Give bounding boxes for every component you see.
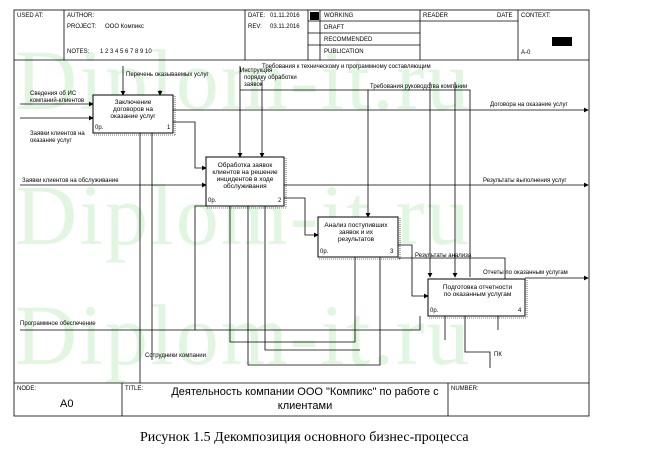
box-1-num: 1 [167,125,171,131]
context-node: A-0 [521,50,531,56]
notes-value: 1 2 3 4 5 6 7 8 9 10 [100,49,152,55]
date-label: DATE: [248,13,266,19]
arrow-label-software: Программное обеспечение [20,321,96,327]
status-draft: DRAFT [324,25,344,31]
arrow-label-pc: ПК [494,352,502,358]
box-2-ref: 0р. [208,198,217,204]
page-title: Деятельность компании ООО "Компикс" по р… [171,386,439,412]
arrow-label-service-results: Результаты выполнения услуг [483,178,567,184]
box-1-label: Заключение договоров на оказание услуг [110,99,156,120]
rev-label: REV: [248,24,262,30]
arrow-label-instruction: Инструкция [240,68,273,74]
project-value: ООО Компикс [105,24,144,30]
node-label: NODE: [17,386,37,392]
project-label: PROJECT: [67,24,97,30]
reader-label: READER [423,13,449,19]
arrow-label-tech-requirements: Требования к техническому и программному… [262,64,431,70]
date2-label: DATE [497,13,513,19]
box-4-ref: 0р. [430,308,439,314]
box-3-num: 3 [390,249,394,255]
date-value: 01.11.2016 [270,13,300,19]
box-2-label: Обработка заявок клиентов на решение инц… [212,162,278,190]
number-label: NUMBER: [451,386,479,392]
arrow-label-requests: заявок [244,82,263,88]
arrow-label-management-requirements: Требования руководства компании [370,84,468,90]
arrow-label-client-is-info: Сведения об ИС компаний-клиентов [30,91,85,104]
box-3-label: Анализ поступивших заявок и их результат… [324,222,388,243]
notes-label: NOTES: [67,49,90,55]
watermark-3: Diplom-it.ru [15,287,472,383]
status-working: WORKING [324,13,354,19]
context-label: CONTEXT: [521,13,551,19]
arrow-label-order-processing: порядку обработки [244,75,297,81]
node-value: A0 [60,398,74,410]
arrow-label-contracts: Договора на оказание услуг [490,102,568,108]
arrow-label-services-list: Перечень оказываемых услуг [126,72,209,78]
used-at-label: USED AT: [17,13,44,19]
box-4-label: Подготовка отчетности по оказанным услуг… [442,284,513,298]
box-2-num: 2 [278,198,282,204]
arrow-label-staff: Сотрудники компании [145,353,206,359]
watermark-1: Diplom-it.ru [15,32,472,128]
box-4-num: 4 [518,308,522,314]
box-1-ref: 0р. [95,125,104,131]
arrow-label-reports: Отчеты по оказанным услугам [483,270,568,276]
rev-value: 03.11.2016 [270,24,300,30]
box-3-ref: 0р. [320,249,329,255]
status-publication: PUBLICATION [324,49,364,55]
arrow-label-maintenance-requests: Заявки клиентов на обслуживание [22,178,119,184]
title-label: TITLE: [125,386,144,392]
status-recommended: RECOMMENDED [324,37,373,43]
figure-caption: Рисунок 1.5 Декомпозиция основного бизне… [140,430,469,445]
arrow-label-service-requests: Заявки клиентов на оказание услуг [30,131,85,144]
author-label: AUTHOR: [67,13,94,19]
arrow-label-analysis-results: Результаты анализа [415,253,472,259]
